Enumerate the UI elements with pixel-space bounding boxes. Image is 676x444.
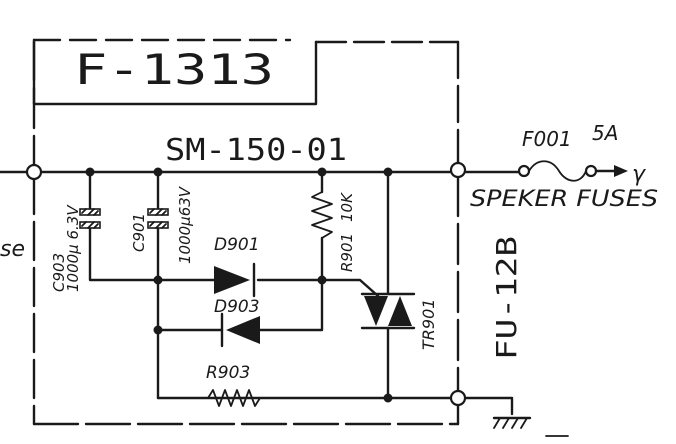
d901-ref: D901 (214, 235, 260, 255)
c901-value: 1000μ63V (176, 185, 194, 264)
fuse-heading: SPEKER FUSES (470, 187, 658, 212)
board-title: F-1313 (74, 45, 274, 94)
output-arrow-icon (614, 165, 628, 177)
title-box: F-1313 (32, 40, 318, 106)
junction-dot (383, 167, 393, 177)
c901-ref: C901 (130, 213, 148, 252)
junction-dot (317, 275, 327, 285)
fuse-ref: F001 (522, 127, 572, 151)
fuse-board-label: FU-12B (490, 236, 523, 360)
triac-tr901: TR901 (360, 292, 438, 350)
terminal-left (25, 163, 43, 181)
fuse-out-mark: γ (632, 162, 646, 187)
d903-ref: D903 (214, 297, 260, 317)
c903-value: 1000μ 6.3V (64, 204, 82, 292)
fuse-terminal (584, 164, 598, 178)
c903-ref: C903 (50, 253, 68, 292)
r903-ref: R903 (206, 363, 250, 383)
wiring (0, 170, 522, 416)
junction-dot (153, 167, 163, 177)
junctions (85, 167, 393, 403)
junction-dot (317, 167, 327, 177)
terminal-right-bottom (449, 389, 467, 407)
diode-d901: D901 (214, 235, 260, 298)
board-code: SM-150-01 (165, 133, 347, 168)
terminal-right-top (449, 161, 467, 179)
diode-d903: D903 (214, 297, 260, 348)
fuse-f001: F001 5A γ (517, 121, 646, 187)
junction-dot (153, 325, 163, 335)
junction-dot (383, 393, 393, 403)
junction-dot (153, 275, 163, 285)
r901-ref: R901 (338, 233, 356, 272)
ground-icon (492, 416, 532, 429)
fuse-terminal (517, 164, 531, 178)
capacitor-c903: C903 1000μ 6.3V (50, 204, 101, 292)
left-edge-fragment: se (0, 237, 25, 262)
resistor-r903: R903 (206, 363, 261, 407)
capacitor-c901: C901 1000μ63V (130, 185, 194, 264)
resistor-r901: R901 10K (311, 191, 356, 272)
junction-dot (85, 167, 95, 177)
terminals (25, 161, 467, 407)
tr901-ref: TR901 (419, 299, 438, 350)
board-outline (32, 38, 460, 426)
fuse-rating: 5A (592, 121, 618, 145)
r901-value: 10K (338, 192, 356, 222)
